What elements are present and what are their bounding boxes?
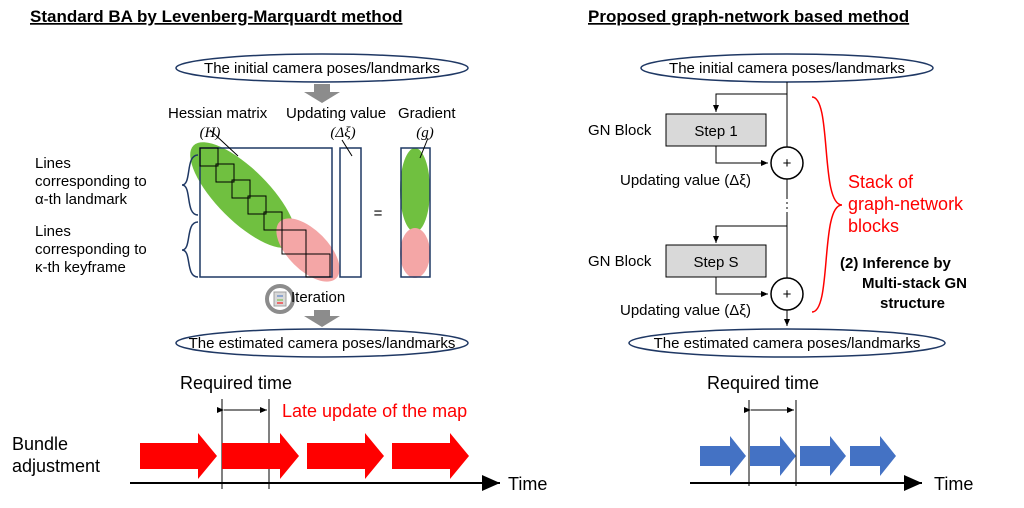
red-arrow-1 [140, 433, 217, 479]
gradient-label: Gradient [398, 105, 456, 122]
plus-1-text: + [783, 155, 792, 172]
update-vector [339, 147, 362, 278]
left-grey-arrow-down [304, 84, 340, 103]
right-heading: Proposed graph-network based method [588, 7, 909, 26]
hessian-matrix [199, 147, 333, 278]
left-estimated-text: The estimated camera poses/landmarks [189, 335, 456, 352]
stack-brace [811, 96, 843, 313]
right-estimated-box [628, 328, 946, 358]
blue-arrow-3 [800, 436, 846, 476]
left-initial-text: The initial camera poses/landmarks [204, 60, 440, 77]
plus-node-2 [770, 277, 804, 311]
updating-2-label: Updating value (Δξ) [620, 302, 751, 319]
right-required-time: Required time [707, 373, 819, 393]
step-1-text: Step 1 [694, 123, 737, 140]
lines-alpha-1: Lines [35, 155, 71, 172]
inference-label-3: structure [880, 295, 945, 312]
stack-label-2: graph-network [848, 194, 964, 214]
left-heading: Standard BA by Levenberg-Marquardt metho… [30, 7, 402, 26]
hessian-pink-block [276, 218, 340, 282]
block1-input-line [713, 93, 787, 112]
blue-arrow-2 [750, 436, 796, 476]
stack-label-3: blocks [848, 216, 899, 236]
left-initial-box [175, 53, 469, 83]
stack-label-1: Stack of [848, 172, 914, 192]
lines-alpha-3: α-th landmark [35, 191, 128, 208]
hessian-symbol: (H) [200, 125, 221, 141]
block2-input-line [713, 225, 787, 243]
left-grey-arrow-down-2 [304, 310, 340, 327]
brace-alpha [181, 154, 199, 216]
hessian-diagonal-blocks [199, 147, 331, 278]
step-1-block [665, 113, 767, 147]
brace-kappa [181, 221, 199, 278]
iteration-icon [265, 284, 295, 314]
blue-arrow-4 [850, 436, 896, 476]
inference-label-1: (2) Inference by [840, 255, 952, 272]
red-arrow-3 [307, 433, 384, 479]
inference-label-2: Multi-stack GN [862, 275, 967, 292]
left-time-label: Time [508, 474, 547, 494]
red-arrow-4 [392, 433, 469, 479]
equals-sign: = [374, 205, 383, 222]
plus-node-1 [770, 146, 804, 180]
left-estimated-box [175, 328, 469, 358]
update-pointer [341, 139, 353, 157]
right-initial-text: The initial camera poses/landmarks [669, 60, 905, 77]
blue-arrow-1 [700, 436, 746, 476]
gradient-pink [400, 228, 430, 278]
gradient-symbol: (g) [416, 125, 434, 141]
updating-1-label: Updating value (Δξ) [620, 172, 751, 189]
left-required-time: Required time [180, 373, 292, 393]
lines-kappa-2: corresponding to [35, 241, 147, 258]
block1-output-line [715, 146, 768, 166]
bundle-label-2: adjustment [12, 456, 100, 476]
block2-output-line [715, 277, 768, 297]
lines-kappa-1: Lines [35, 223, 71, 240]
step-s-block [665, 244, 767, 278]
step-s-text: Step S [693, 254, 738, 271]
right-estimated-text: The estimated camera poses/landmarks [654, 335, 921, 352]
right-time-label: Time [934, 474, 973, 494]
gn-block-2-label: GN Block [588, 253, 652, 270]
gradient-green [400, 148, 430, 232]
hessian-green-block [190, 142, 296, 248]
lines-kappa-3: κ-th keyframe [35, 259, 126, 276]
iteration-label: Iteration [291, 289, 345, 306]
late-update-label: Late update of the map [282, 401, 467, 421]
hessian-pointer [209, 129, 239, 157]
updating-value-label: Updating value [286, 105, 386, 122]
hessian-label: Hessian matrix [168, 105, 268, 122]
updating-value-symbol: (Δξ) [330, 125, 355, 141]
bundle-label-1: Bundle [12, 434, 68, 454]
gradient-pointer [419, 137, 429, 159]
lines-alpha-2: corresponding to [35, 173, 147, 190]
red-arrow-2 [222, 433, 299, 479]
gn-block-1-label: GN Block [588, 122, 652, 139]
plus-2-text: + [783, 286, 792, 303]
gradient-vector [400, 147, 431, 278]
